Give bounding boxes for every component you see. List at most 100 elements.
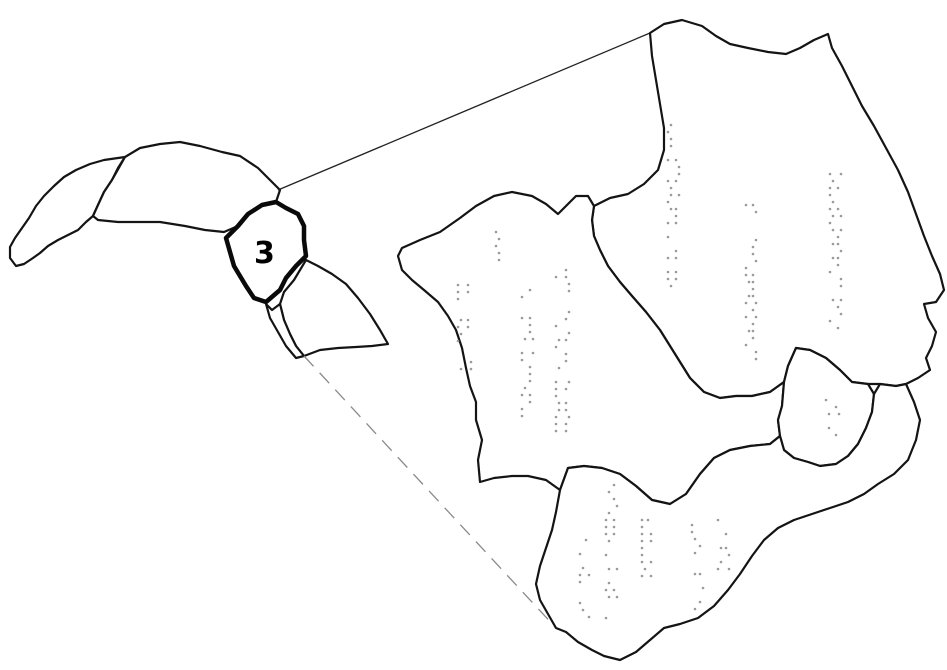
braille-dot	[612, 483, 616, 487]
braille-dot	[646, 518, 650, 522]
braille-dot	[554, 429, 558, 433]
braille-dot	[612, 525, 616, 529]
braille-dot	[564, 401, 568, 405]
braille-dot	[828, 172, 832, 176]
braille-dot	[640, 539, 644, 543]
braille-dot	[531, 337, 535, 341]
braille-dot	[564, 422, 568, 426]
braille-dot	[751, 294, 755, 298]
braille-dot	[531, 351, 535, 355]
braille-dot	[554, 422, 558, 426]
braille-dot	[607, 581, 611, 585]
braille-dot	[677, 165, 681, 169]
braille-dot	[649, 574, 653, 578]
braille-dot	[520, 351, 524, 355]
braille-dot	[607, 595, 611, 599]
braille-dot	[666, 270, 670, 274]
braille-dot	[578, 601, 582, 605]
braille-dot	[554, 345, 558, 349]
braille-dot	[666, 256, 670, 260]
braille-dot	[497, 258, 501, 262]
braille-dot	[604, 532, 608, 536]
braille-dot	[520, 358, 524, 362]
overview-highlighted-region	[223, 199, 309, 305]
braille-dot	[727, 567, 731, 571]
braille-dot	[698, 600, 702, 604]
braille-dot	[751, 336, 755, 340]
braille-dot	[497, 251, 501, 255]
braille-dot	[554, 324, 558, 328]
braille-dot	[827, 412, 831, 416]
braille-dot	[839, 298, 843, 302]
braille-dot	[751, 287, 755, 291]
braille-dot	[649, 539, 653, 543]
braille-dot	[640, 546, 644, 550]
braille-dot	[669, 144, 673, 148]
braille-dot	[824, 398, 828, 402]
braille-dot	[839, 284, 843, 288]
braille-dot	[581, 608, 585, 612]
braille-dot	[836, 256, 840, 260]
braille-dot	[607, 490, 611, 494]
braille-dot	[751, 329, 755, 333]
braille-dot	[754, 357, 758, 361]
braille-dot	[666, 235, 670, 239]
district-south	[534, 382, 922, 662]
braille-dot	[520, 295, 524, 299]
braille-dot	[615, 567, 619, 571]
braille-dot	[557, 408, 561, 412]
braille-dot	[744, 343, 748, 347]
braille-dot	[528, 330, 532, 334]
braille-dot	[828, 221, 832, 225]
braille-dot	[836, 235, 840, 239]
braille-dot	[469, 360, 473, 364]
braille-dot	[612, 532, 616, 536]
braille-dot	[564, 359, 568, 363]
braille-dot	[747, 329, 751, 333]
braille-dot	[604, 553, 608, 557]
braille-dot	[497, 237, 501, 241]
braille-dot	[831, 228, 835, 232]
braille-dot	[674, 179, 678, 183]
braille-dot	[693, 607, 697, 611]
braille-dot	[528, 393, 532, 397]
braille-dot	[528, 316, 532, 320]
braille-dot	[666, 277, 670, 281]
braille-dot	[494, 230, 498, 234]
braille-dot	[674, 270, 678, 274]
braille-dot	[523, 386, 527, 390]
braille-dot	[612, 518, 616, 522]
braille-dot	[834, 433, 838, 437]
braille-dot	[640, 518, 644, 522]
braille-dot	[564, 338, 568, 342]
braille-dot	[528, 379, 532, 383]
braille-dot	[456, 325, 460, 329]
braille-dot	[459, 367, 463, 371]
braille-dot	[604, 518, 608, 522]
braille-dot	[831, 242, 835, 246]
braille-dot	[716, 518, 720, 522]
braille-dot	[494, 244, 498, 248]
braille-dot	[564, 268, 568, 272]
braille-dot	[567, 282, 571, 286]
braille-dot	[587, 615, 591, 619]
braille-dot	[557, 401, 561, 405]
braille-dot	[751, 273, 755, 277]
braille-dot	[674, 256, 678, 260]
braille-dot	[604, 616, 608, 620]
braille-dot	[839, 277, 843, 281]
braille-dot	[831, 214, 835, 218]
braille-dot	[520, 393, 524, 397]
braille-dot	[520, 414, 524, 418]
braille-dot	[607, 511, 611, 515]
braille-dot	[607, 567, 611, 571]
braille-dot	[666, 179, 670, 183]
braille-dot	[839, 228, 843, 232]
braille-dot	[520, 407, 524, 411]
overview-region-southeast	[278, 258, 390, 358]
detail-map	[396, 18, 946, 662]
braille-dot	[666, 221, 670, 225]
braille-dot	[581, 566, 585, 570]
braille-dot	[456, 283, 460, 287]
